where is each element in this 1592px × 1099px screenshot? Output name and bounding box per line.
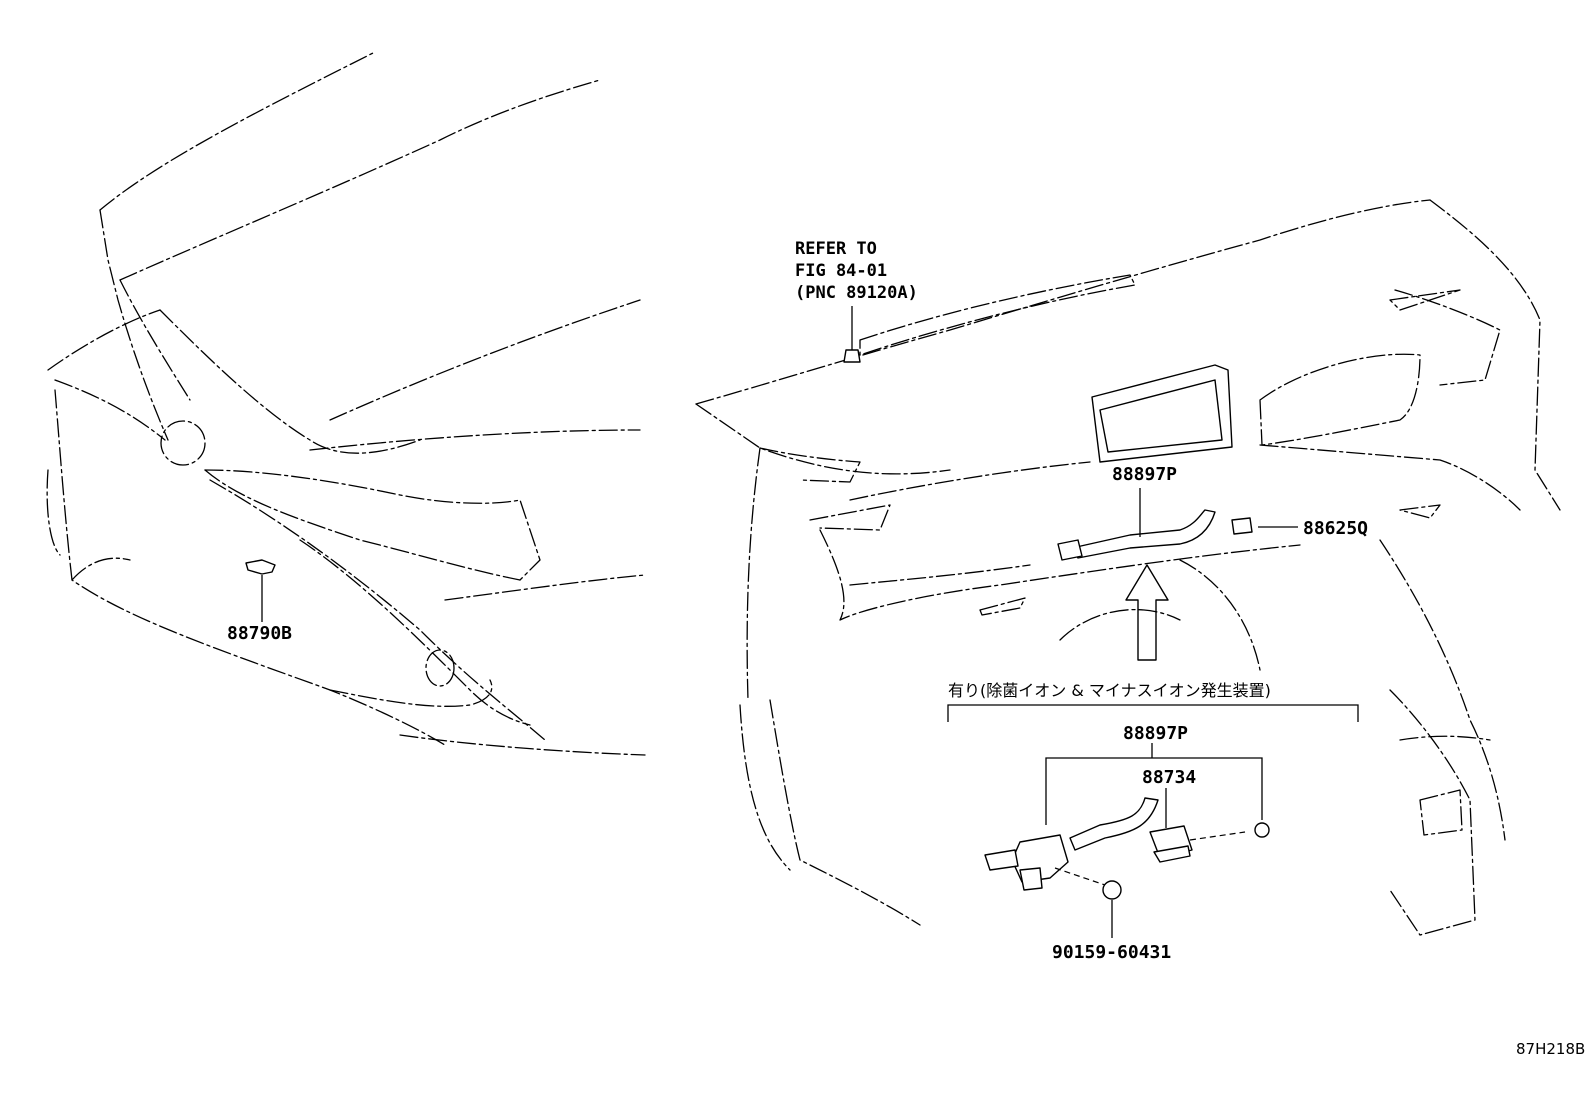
upper-hose-part	[1071, 509, 1216, 559]
up-arrow-icon	[1125, 564, 1169, 661]
label-front-sensor[interactable]: 88790B	[227, 623, 293, 644]
car-front-illustration	[46, 51, 646, 756]
option-hose-part	[1069, 797, 1159, 851]
connector-part	[1231, 517, 1253, 535]
refer-note: REFER TO FIG 84-01 (PNC 89120A)	[795, 238, 918, 304]
figure-code: 87H218B	[1516, 1040, 1586, 1058]
label-dash-hose[interactable]: 88897P	[1112, 464, 1178, 485]
dashboard-illustration	[695, 199, 1561, 936]
label-option-hose[interactable]: 88897P	[1123, 723, 1189, 744]
label-dash-connector[interactable]: 88625Q	[1303, 518, 1369, 539]
front-sensor-part	[245, 559, 276, 575]
label-ion-generator[interactable]: 88734	[1142, 767, 1197, 788]
screw-part	[1102, 880, 1122, 900]
refer-note-line1: REFER TO	[795, 239, 877, 259]
refer-note-line2: FIG 84-01	[795, 261, 888, 281]
option-caption: 有り(除菌イオン & マイナスイオン発生装置)	[948, 681, 1271, 700]
option-group	[947, 704, 1359, 938]
clip-part	[843, 306, 861, 363]
label-screw[interactable]: 90159-60431	[1052, 942, 1172, 963]
refer-note-line3: (PNC 89120A)	[795, 283, 918, 303]
